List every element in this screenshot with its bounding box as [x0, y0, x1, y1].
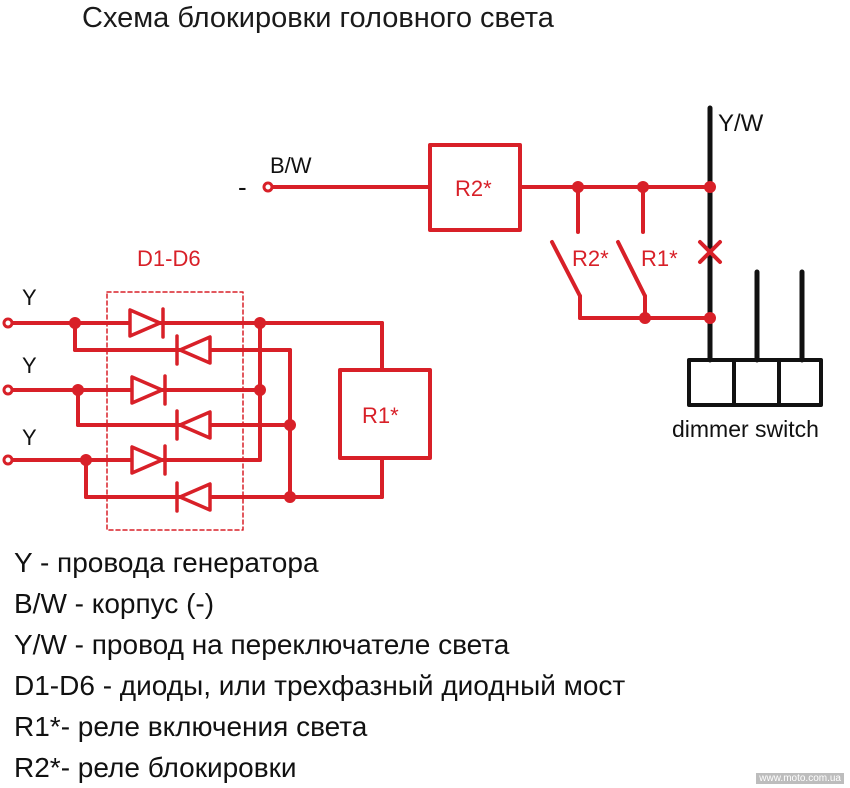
r1-box-label: R1*: [362, 403, 399, 428]
legend-item: R2*- реле блокировки: [14, 752, 297, 783]
legend-item: Y - провода генератора: [14, 547, 319, 578]
yw-label: Y/W: [718, 110, 764, 137]
legend-item: D1-D6 - диоды, или трехфазный диодный мо…: [14, 670, 626, 701]
r1-contact-label: R1*: [641, 246, 678, 271]
legend: Y - провода генератора B/W - корпус (-) …: [14, 542, 625, 788]
r2-relay-coil: [428, 143, 522, 232]
diode-d4: [175, 409, 212, 441]
y2-terminal: [2, 384, 14, 396]
diode-d2: [175, 334, 212, 366]
r2-contact-label: R2*: [572, 246, 609, 271]
y3-terminal: [2, 454, 14, 466]
diode-d6: [175, 481, 212, 513]
bw-label: B/W: [270, 153, 312, 178]
yw-wire: [707, 105, 805, 363]
r1-relay-coil: [338, 368, 432, 460]
dimmer-switch-block: [687, 358, 823, 407]
bw-terminal: [262, 181, 274, 193]
diagram-title: Схема блокировки головного света: [82, 2, 554, 34]
diode-bridge-outline: [106, 291, 244, 531]
y1-label: Y: [22, 285, 37, 310]
diode-d5: [130, 444, 167, 476]
watermark: www.moto.com.ua: [756, 773, 844, 784]
y3-label: Y: [22, 425, 37, 450]
minus-label: -: [238, 172, 247, 202]
cut-mark: [698, 240, 722, 264]
legend-item: R1*- реле включения света: [14, 711, 368, 742]
diodes-label: D1-D6: [137, 246, 201, 271]
dimmer-switch-label: dimmer switch: [672, 416, 819, 442]
headlight-lock-circuit: B/W - Y/W R2* R2* R1* R1* D1-D6 Y Y Y di…: [2, 105, 823, 531]
y1-terminal: [2, 317, 14, 329]
y2-label: Y: [22, 353, 37, 378]
diode-d1: [128, 307, 165, 339]
legend-item: B/W - корпус (-): [14, 588, 215, 619]
r2-box-label: R2*: [455, 176, 492, 201]
legend-item: Y/W - провод на переключателе света: [14, 629, 510, 660]
diode-d3: [130, 374, 167, 406]
